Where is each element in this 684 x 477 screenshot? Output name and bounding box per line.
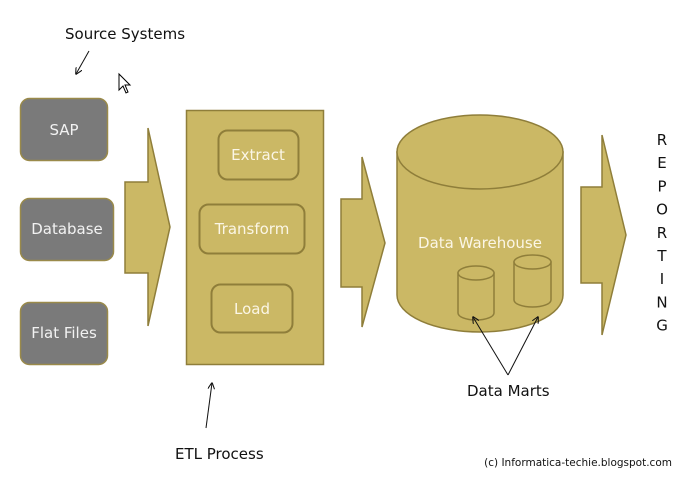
reporting-letter: P — [657, 177, 666, 195]
flow-arrow-sources-to-etl — [124, 127, 171, 327]
etl-step-label: Load — [234, 300, 270, 318]
data-mart-cylinder — [457, 265, 495, 321]
reporting-letter: T — [656, 247, 667, 265]
etl-step-label: Transform — [214, 220, 290, 238]
etl-process-block: Extract Transform Load — [185, 109, 325, 366]
data-marts-pointer-arrow — [507, 317, 538, 376]
source-label: Flat Files — [31, 324, 97, 342]
data-warehouse-label: Data Warehouse — [418, 234, 542, 252]
etl-step-extract: Extract — [217, 129, 300, 181]
mouse-pointer-icon — [118, 72, 132, 94]
reporting-letter: G — [656, 317, 668, 335]
source-label: SAP — [49, 121, 78, 139]
source-label: Database — [31, 220, 103, 238]
flow-arrow-warehouse-to-reporting — [580, 134, 627, 336]
source-flat-files: Flat Files — [19, 301, 109, 366]
data-mart-cylinder — [513, 254, 552, 308]
reporting-letter: I — [660, 270, 664, 288]
source-sap: SAP — [19, 97, 109, 162]
etl-step-transform: Transform — [198, 203, 306, 255]
etl-process-label: ETL Process — [175, 445, 264, 463]
copyright-text: (c) Informatica-techie.blogspot.com — [484, 457, 672, 469]
etl-step-label: Extract — [231, 146, 285, 164]
flow-arrow-etl-to-warehouse — [340, 156, 386, 328]
data-marts-label: Data Marts — [467, 382, 550, 400]
etl-step-load: Load — [210, 283, 294, 334]
data-marts-pointer-arrow — [473, 317, 509, 376]
source-database: Database — [19, 197, 115, 262]
reporting-letter: R — [657, 224, 667, 242]
etl-process-pointer-arrow — [205, 383, 212, 429]
reporting-letter: N — [656, 293, 667, 311]
source-systems-label: Source Systems — [65, 25, 185, 43]
source-systems-pointer-arrow — [76, 50, 90, 74]
reporting-letter: O — [656, 201, 668, 219]
reporting-letter: E — [657, 154, 666, 172]
reporting-letter: R — [657, 131, 667, 149]
data-warehouse-cylinder: Data Warehouse — [396, 114, 564, 333]
